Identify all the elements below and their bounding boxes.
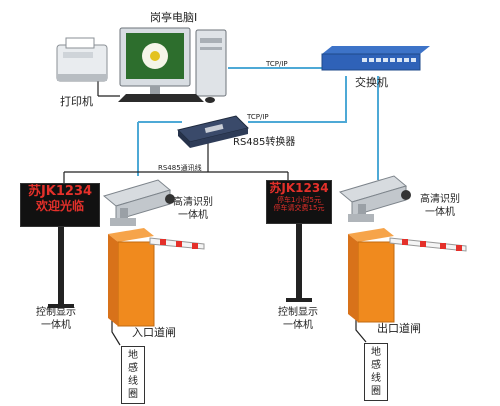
camera-right-label: 高清识别 一体机: [420, 193, 460, 219]
led-display-left: 苏JK1234 欢迎光临: [20, 183, 100, 227]
exit-gate-label: 出口道闸: [377, 322, 421, 335]
switch-label: 交换机: [355, 76, 388, 89]
camera-right-label-line1: 高清识别: [420, 194, 460, 205]
entry-gate-label: 入口道闸: [132, 326, 176, 339]
switch-icon: [321, 46, 430, 71]
coil-left-char4: 圈: [128, 389, 138, 400]
camera-left-label: 高清识别 一体机: [173, 196, 213, 222]
tcpip-mid-label: TCP/IP: [247, 113, 269, 121]
display-right-label-line2: 一体机: [283, 320, 313, 331]
coil-left: 地 感 线 圈: [121, 346, 145, 404]
led-right-line2: 停车1小时5元: [277, 196, 321, 204]
printer-icon: [56, 37, 108, 82]
computer-icon: [118, 27, 227, 103]
led-right-line3: 停车请交费15元: [273, 204, 325, 212]
rs485-converter-icon: [177, 115, 249, 148]
booth-pc-label: 岗亭电脑I: [150, 11, 198, 24]
camera-right-icon: [338, 175, 411, 222]
exit-gate-icon: [348, 228, 467, 323]
display-left-label-line1: 控制显示: [36, 307, 76, 318]
led-right-line1: 苏JK1234: [269, 181, 329, 195]
tcpip-top-label: TCP/IP: [266, 60, 288, 68]
coil-left-char1: 地: [128, 350, 138, 361]
display-left-label: 控制显示 一体机: [36, 306, 76, 332]
coil-right-char1: 地: [371, 347, 381, 358]
display-left-label-line2: 一体机: [41, 320, 71, 331]
coil-right-char4: 圈: [371, 386, 381, 397]
camera-right-label-line2: 一体机: [425, 207, 455, 218]
rs485-converter-label: RS485转换器: [233, 137, 296, 148]
coil-left-char3: 线: [128, 376, 138, 387]
coil-right-char2: 感: [371, 360, 381, 371]
led-left-line1: 苏JK1234: [27, 184, 93, 199]
camera-left-icon: [102, 179, 175, 226]
display-right-label-line1: 控制显示: [278, 307, 318, 318]
display-pole-left: [58, 226, 64, 306]
display-pole-right: [296, 222, 302, 300]
rs485-line-label: RS485通讯线: [158, 164, 202, 172]
coil-right-char3: 线: [371, 373, 381, 384]
display-right-label: 控制显示 一体机: [278, 306, 318, 332]
coil-left-char2: 感: [128, 363, 138, 374]
led-left-line2: 欢迎光临: [35, 199, 84, 213]
coil-right: 地 感 线 圈: [364, 343, 388, 401]
network-lines: [137, 67, 379, 180]
printer-label: 打印机: [60, 95, 93, 108]
camera-left-label-line1: 高清识别: [173, 197, 213, 208]
led-display-right: 苏JK1234 停车1小时5元 停车请交费15元: [266, 180, 332, 224]
entry-gate-icon: [108, 228, 205, 327]
camera-left-label-line2: 一体机: [178, 210, 208, 221]
